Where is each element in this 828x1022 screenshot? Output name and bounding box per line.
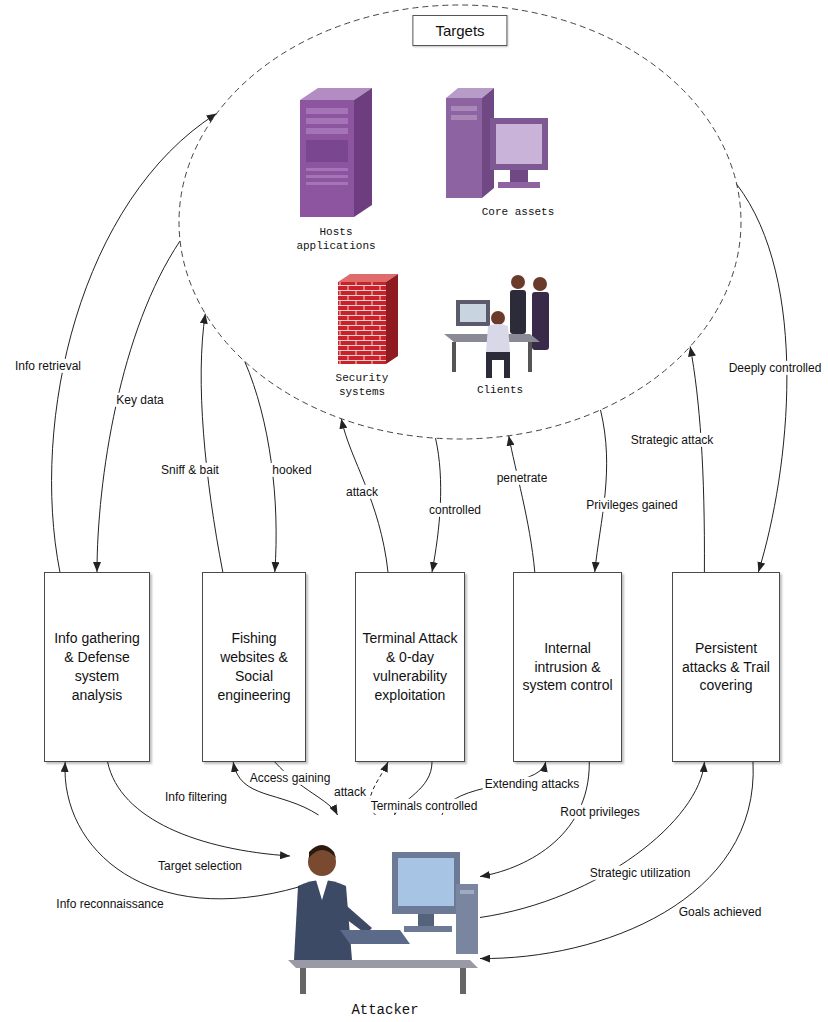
edge-label: controlled xyxy=(427,503,483,517)
attacker-node: Attacker xyxy=(290,815,480,1020)
process-box: Fishing websites & Social engineering xyxy=(202,572,306,762)
flow-arrow xyxy=(341,419,388,572)
edge-label: attack xyxy=(344,485,380,499)
flow-arrow xyxy=(480,762,753,959)
process-box: Info gathering & Defense system analysis xyxy=(44,572,150,762)
flow-arrow xyxy=(509,436,535,572)
icon-caption: Core assets xyxy=(470,206,566,220)
flow-arrow xyxy=(201,314,223,572)
icon-caption: Clients xyxy=(452,384,548,398)
edge-label: Strategic attack xyxy=(629,433,716,447)
box-text: Terminal Attack & 0-day vulnerability ex… xyxy=(362,629,458,705)
region-outline xyxy=(178,4,742,440)
process-box: Internal intrusion & system control xyxy=(513,572,622,762)
edge-label: Sniff & bait xyxy=(159,463,221,477)
edge-label: Info reconnaissance xyxy=(54,897,165,911)
icon-caption: Hosts applications xyxy=(288,226,384,254)
flow-arrow xyxy=(737,184,787,572)
region-title: Targets xyxy=(412,15,507,46)
server-icon xyxy=(300,88,372,217)
actor-name: Attacker xyxy=(290,1002,480,1018)
computer-icon xyxy=(446,88,548,198)
flow-arrow xyxy=(52,114,217,573)
flow-arrow xyxy=(97,241,180,572)
target-region: Targets xyxy=(178,4,742,440)
edge-label: Goals achieved xyxy=(677,905,764,919)
flow-arrow xyxy=(595,410,607,572)
flow-arrow xyxy=(480,762,704,918)
edge-label: Strategic utilization xyxy=(588,866,693,880)
edge-label: Deeply controlled xyxy=(727,361,824,375)
flow-arrow xyxy=(480,762,589,877)
edge-label: Extending attacks xyxy=(483,777,582,791)
edge-label: Access gaining xyxy=(248,771,333,785)
edge-label: Target selection xyxy=(156,859,244,873)
attacker-icon xyxy=(288,845,478,994)
edge-label: hooked xyxy=(270,463,313,477)
process-box: Terminal Attack & 0-day vulnerability ex… xyxy=(355,572,465,762)
edge-label: Privileges gained xyxy=(584,498,679,512)
edge-label: Key data xyxy=(114,393,165,407)
firewall-icon xyxy=(338,274,398,364)
clients-icon xyxy=(444,275,549,378)
box-text: Internal intrusion & system control xyxy=(520,639,615,696)
flow-arrow xyxy=(690,346,704,572)
edge-label: Root privileges xyxy=(558,805,641,819)
icon-caption: Security systems xyxy=(314,372,410,400)
process-box: Persistent attacks & Trail covering xyxy=(672,572,780,762)
edge-label: Info filtering xyxy=(163,790,229,804)
box-text: Persistent attacks & Trail covering xyxy=(679,639,773,696)
edge-label: Terminals controlled xyxy=(369,799,480,813)
edge-label: attack xyxy=(332,785,368,799)
edge-label: Info retrieval xyxy=(13,359,83,373)
box-text: Info gathering & Defense system analysis xyxy=(51,629,143,705)
box-text: Fishing websites & Social engineering xyxy=(209,629,299,705)
edge-label: penetrate xyxy=(495,471,550,485)
